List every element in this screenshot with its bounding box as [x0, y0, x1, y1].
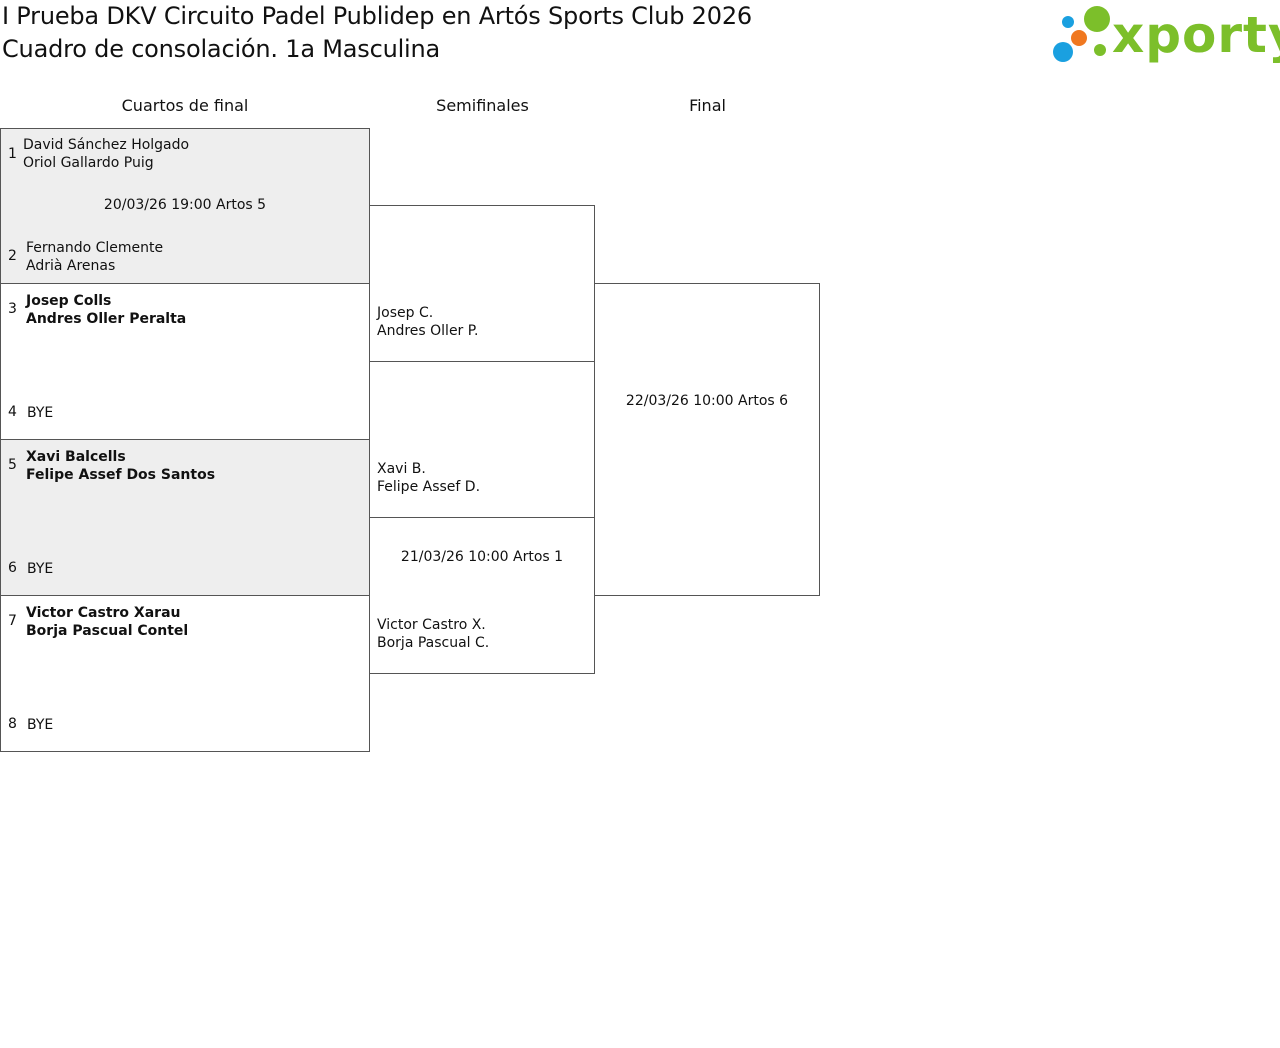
bye-label: BYE — [27, 405, 54, 421]
player-name: Josep C. — [377, 305, 434, 321]
player-name: Felipe Assef D. — [377, 479, 481, 495]
player-name: Fernando Clemente — [26, 240, 164, 256]
player-name: Josep Colls — [26, 293, 112, 309]
team-1[interactable]: David Sánchez Holgado Oriol Gallardo Pui… — [23, 136, 189, 172]
player-name: David Sánchez Holgado — [23, 137, 190, 153]
match-schedule: 21/03/26 10:00 Artos 1 — [400, 549, 564, 565]
seed-number: 3 — [8, 301, 17, 317]
page-subtitle: Cuadro de consolación. 1a Masculina — [2, 35, 441, 63]
page-title: I Prueba DKV Circuito Padel Publidep en … — [2, 2, 752, 30]
sf-2-team-2[interactable]: Victor Castro X. Borja Pascual C. — [377, 616, 489, 652]
seed-number: 1 — [8, 146, 17, 162]
seed-number: 5 — [8, 457, 17, 473]
player-name: Xavi Balcells — [26, 449, 126, 465]
match-schedule: 22/03/26 10:00 Artos 6 — [625, 393, 789, 409]
seed-number: 6 — [8, 560, 17, 576]
seed-number: 7 — [8, 613, 17, 629]
team-1[interactable]: Victor Castro Xarau Borja Pascual Contel — [26, 604, 188, 640]
team-1[interactable]: Xavi Balcells Felipe Assef Dos Santos — [26, 448, 215, 484]
team-2[interactable]: Fernando Clemente Adrià Arenas — [26, 239, 163, 275]
qf-match-1[interactable]: 1 David Sánchez Holgado Oriol Gallardo P… — [0, 128, 370, 284]
player-name: Borja Pascual Contel — [26, 623, 189, 639]
player-name: Victor Castro X. — [377, 617, 486, 633]
player-name: Andres Oller P. — [377, 323, 479, 339]
bye-label: BYE — [27, 561, 54, 577]
sf-1-team-2[interactable]: Josep C. Andres Oller P. — [377, 304, 478, 340]
xporty-logo-dots-icon — [1053, 6, 1110, 62]
seed-number: 2 — [8, 248, 17, 264]
qf-match-2[interactable]: 3 Josep Colls Andres Oller Peralta 4 BYE — [0, 283, 370, 440]
player-name: Victor Castro Xarau — [26, 605, 181, 621]
player-name: Felipe Assef Dos Santos — [26, 467, 216, 483]
round-header-sf: Semifinales — [436, 96, 529, 115]
qf-match-3[interactable]: 5 Xavi Balcells Felipe Assef Dos Santos … — [0, 439, 370, 596]
seed-number: 8 — [8, 716, 17, 732]
player-name: Andres Oller Peralta — [26, 311, 187, 327]
player-name: Oriol Gallardo Puig — [23, 155, 154, 171]
logo-text: xporty — [1112, 6, 1280, 64]
match-schedule: 20/03/26 19:00 Artos 5 — [103, 197, 267, 213]
player-name: Xavi B. — [377, 461, 426, 477]
xporty-logo: xporty — [1050, 2, 1280, 68]
round-header-final: Final — [689, 96, 726, 115]
team-1[interactable]: Josep Colls Andres Oller Peralta — [26, 292, 186, 328]
seed-number: 4 — [8, 404, 17, 420]
sf-2-team-1[interactable]: Xavi B. Felipe Assef D. — [377, 460, 480, 496]
player-name: Borja Pascual C. — [377, 635, 490, 651]
final-match[interactable]: 22/03/26 10:00 Artos 6 — [594, 283, 820, 596]
player-name: Adrià Arenas — [26, 258, 116, 274]
bye-label: BYE — [27, 717, 54, 733]
round-header-qf: Cuartos de final — [121, 96, 249, 115]
qf-match-4[interactable]: 7 Victor Castro Xarau Borja Pascual Cont… — [0, 595, 370, 752]
